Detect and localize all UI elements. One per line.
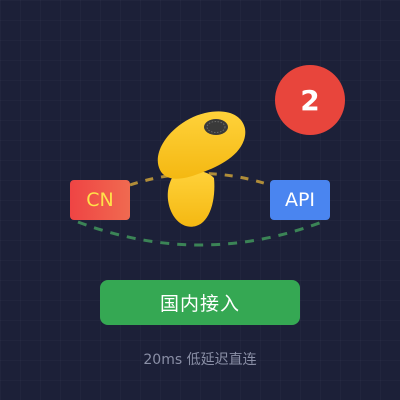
target-api-tag: API [270,180,330,220]
latency-caption: 20ms 低延迟直连 [143,352,257,368]
domestic-access-label: 国内接入 [159,293,240,315]
domestic-access-button[interactable]: 国内接入 [100,280,300,325]
source-region-tag: CN [70,180,130,220]
lower-route-line [77,220,323,247]
target-api-label: API [284,189,316,211]
step-number-badge: 2 [275,65,345,135]
source-region-label: CN [86,189,114,211]
step-number-text: 2 [300,83,320,117]
